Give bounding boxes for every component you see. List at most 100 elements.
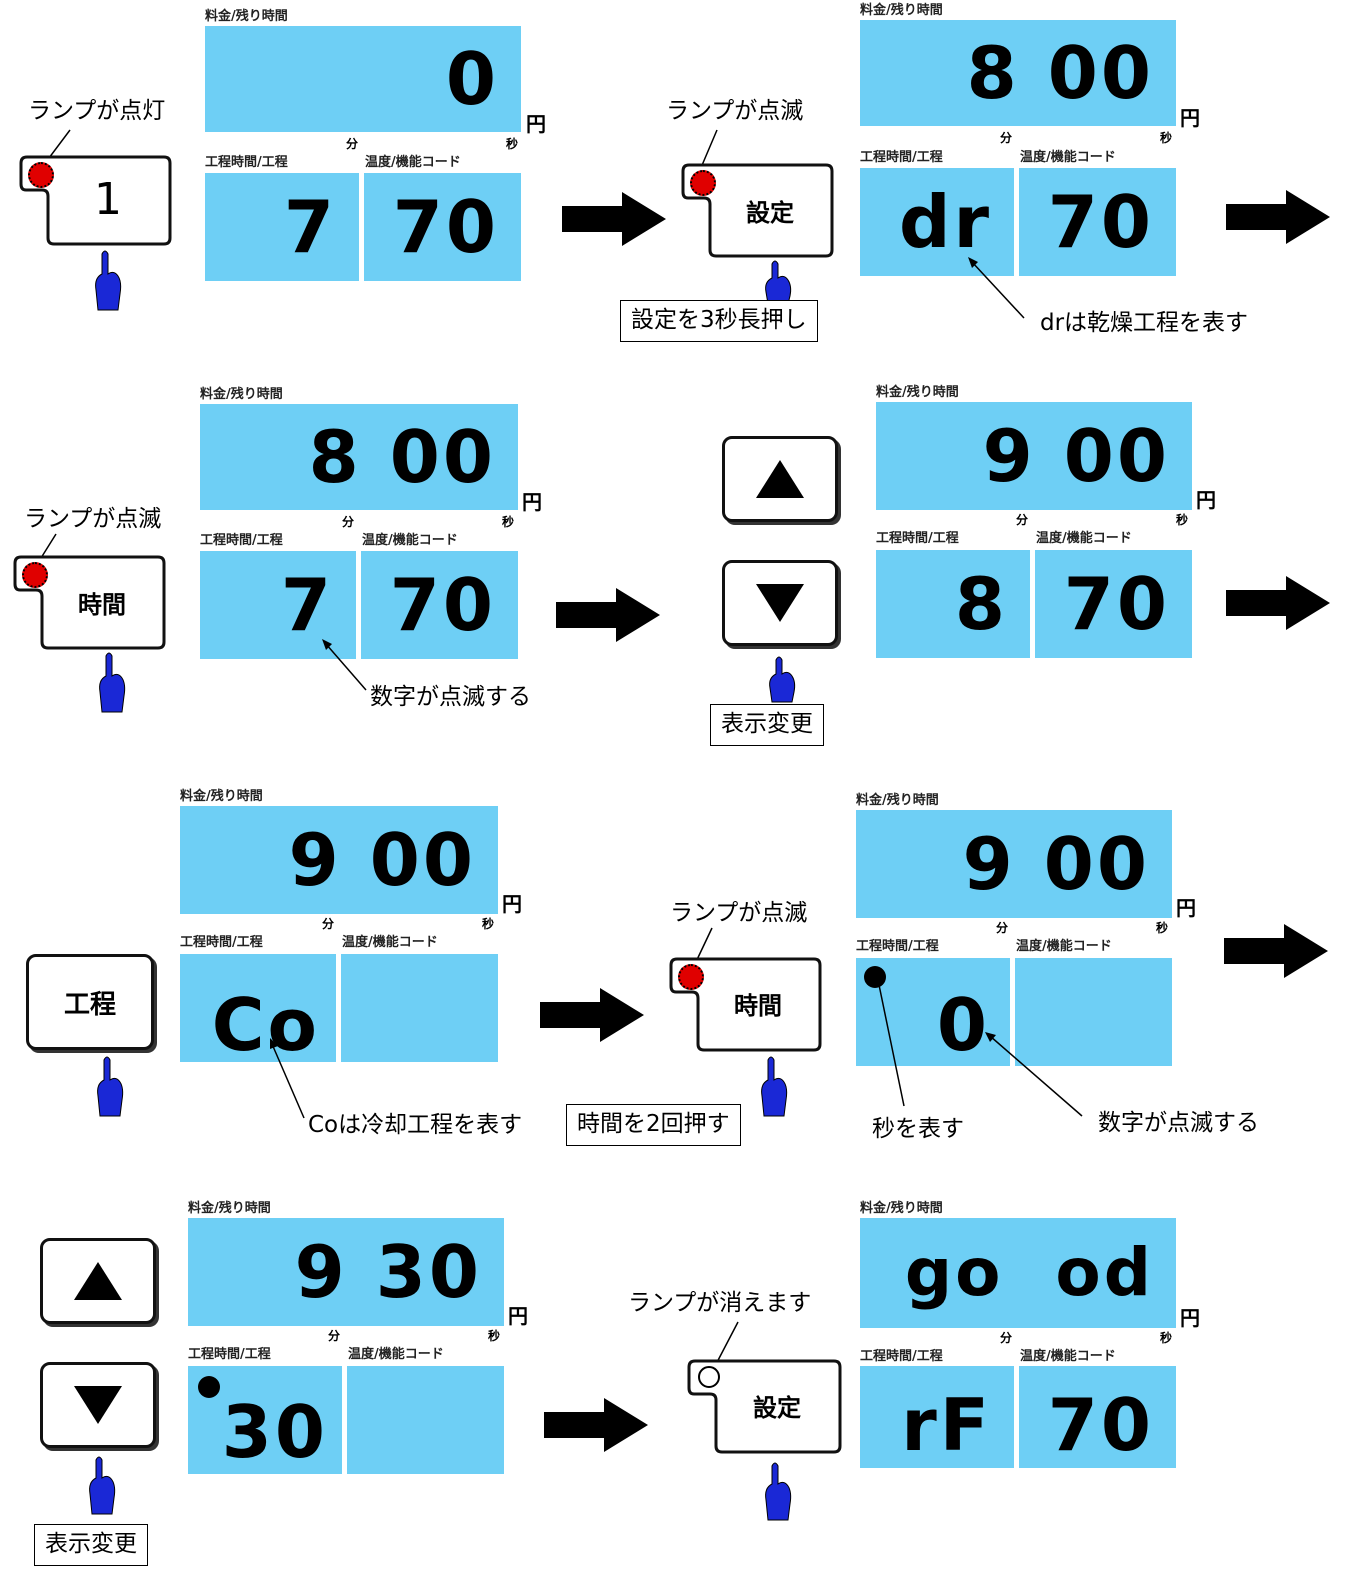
flow-arrow: [544, 1398, 648, 1456]
time-button[interactable]: 時間: [668, 956, 822, 1052]
process-label: 工程時間/工程: [860, 1349, 943, 1364]
process-value: 8: [954, 562, 1008, 646]
lamp-on-note: ランプが点灯: [28, 98, 166, 124]
min-unit: 分: [346, 137, 359, 151]
min-unit: 分: [342, 515, 355, 529]
fee-display: 9 00: [180, 806, 498, 914]
process-label: 工程時間/工程: [876, 531, 959, 546]
fee-display: 9 30: [188, 1218, 504, 1326]
lamp-lit-icon: [28, 162, 54, 188]
temp-display: 70: [364, 173, 521, 281]
yen-unit: 円: [1196, 488, 1216, 512]
temp-display: [341, 954, 498, 1062]
process-value: 7: [280, 563, 334, 647]
lamp-blink-note: ランプが点滅: [24, 506, 162, 532]
process-button[interactable]: 工程: [26, 954, 154, 1050]
flow-arrow: [540, 988, 644, 1046]
sec-unit: 秒: [506, 137, 519, 151]
fee-label: 料金/残り時間: [180, 789, 263, 804]
fee-label: 料金/残り時間: [200, 387, 283, 402]
process-display: 30: [188, 1366, 342, 1474]
process-label: 工程時間/工程: [200, 533, 283, 548]
up-button[interactable]: [722, 436, 838, 522]
sec-unit: 秒: [1156, 921, 1169, 935]
yen-unit: 円: [508, 1304, 528, 1328]
co-desc-note: Coは冷却工程を表す: [308, 1112, 523, 1138]
change-note: 表示変更: [710, 704, 824, 746]
temp-value: 70: [1047, 180, 1154, 264]
min-unit: 分: [1016, 513, 1029, 527]
yen-unit: 円: [1180, 1306, 1200, 1330]
set-button[interactable]: 設定: [680, 162, 834, 258]
flow-arrow: [562, 192, 666, 250]
sec-desc-note: 秒を表す: [872, 1116, 964, 1142]
fee-display: 8 00: [200, 404, 518, 510]
yen-unit: 円: [502, 892, 522, 916]
process-label: 工程時間/工程: [188, 1347, 271, 1362]
process-value: 7: [283, 185, 337, 269]
fee-value: 8 00: [308, 415, 496, 499]
yen-unit: 円: [522, 490, 542, 514]
hand-pointer-icon: [84, 1454, 120, 1520]
min-unit: 分: [996, 921, 1009, 935]
down-button[interactable]: [40, 1362, 156, 1448]
temp-display: 70: [361, 551, 518, 659]
temp-display: 70: [1035, 550, 1192, 658]
flow-arrow: [556, 588, 660, 646]
temp-value: 70: [1063, 562, 1170, 646]
dr-desc-note: drは乾燥工程を表す: [1040, 310, 1249, 336]
fee-value: go od: [904, 1234, 1154, 1311]
lamp-off-icon: [698, 1366, 720, 1388]
time-button[interactable]: 時間: [12, 554, 166, 650]
min-unit: 分: [1000, 131, 1013, 145]
temp-display: [1015, 958, 1172, 1066]
down-button[interactable]: [722, 560, 838, 646]
sec-unit: 秒: [502, 515, 515, 529]
hand-pointer-icon: [90, 248, 126, 318]
fee-display: 9 00: [856, 810, 1172, 918]
fee-label: 料金/残り時間: [205, 9, 288, 24]
flow-arrow: [1224, 924, 1328, 982]
process-value: rF: [901, 1383, 992, 1467]
min-unit: 分: [322, 917, 335, 931]
process-label: 工程時間/工程: [180, 935, 263, 950]
process-value: Co: [211, 983, 320, 1067]
fee-label: 料金/残り時間: [876, 385, 959, 400]
min-unit: 分: [1000, 1331, 1013, 1345]
fee-label: 料金/残り時間: [860, 3, 943, 18]
temp-label: 温度/機能コード: [342, 935, 438, 950]
temp-display: 70: [1019, 168, 1176, 276]
process-label: 工程時間/工程: [860, 150, 943, 165]
fee-value: 9 30: [294, 1230, 482, 1314]
fee-display: 0: [205, 26, 521, 132]
hold-set-note: 設定を3秒長押し: [620, 300, 818, 342]
up-button[interactable]: [40, 1238, 156, 1324]
lamp-blink-note: ランプが点滅: [666, 98, 804, 124]
sec-unit: 秒: [1176, 513, 1189, 527]
key-1-button[interactable]: 1: [18, 154, 172, 246]
sec-unit: 秒: [1160, 131, 1173, 145]
change-note: 表示変更: [34, 1524, 148, 1566]
temp-label: 温度/機能コード: [1016, 939, 1112, 954]
fee-label: 料金/残り時間: [188, 1201, 271, 1216]
yen-unit: 円: [526, 112, 546, 136]
temp-label: 温度/機能コード: [1036, 531, 1132, 546]
fee-display: 8 00: [860, 20, 1176, 126]
process-display: 7: [200, 551, 356, 659]
process-label: 工程時間/工程: [856, 939, 939, 954]
process-display: 7: [205, 173, 359, 281]
set-button[interactable]: 設定: [686, 1358, 842, 1454]
temp-value: 70: [392, 185, 499, 269]
lamp-off-note: ランプが消えます: [628, 1290, 812, 1316]
fee-label: 料金/残り時間: [860, 1201, 943, 1216]
fee-value: 0: [445, 37, 499, 121]
down-triangle-icon: [756, 584, 804, 622]
temp-label: 温度/機能コード: [348, 1347, 444, 1362]
lamp-blink-note: ランプが点滅: [670, 900, 808, 926]
temp-label: 温度/機能コード: [362, 533, 458, 548]
